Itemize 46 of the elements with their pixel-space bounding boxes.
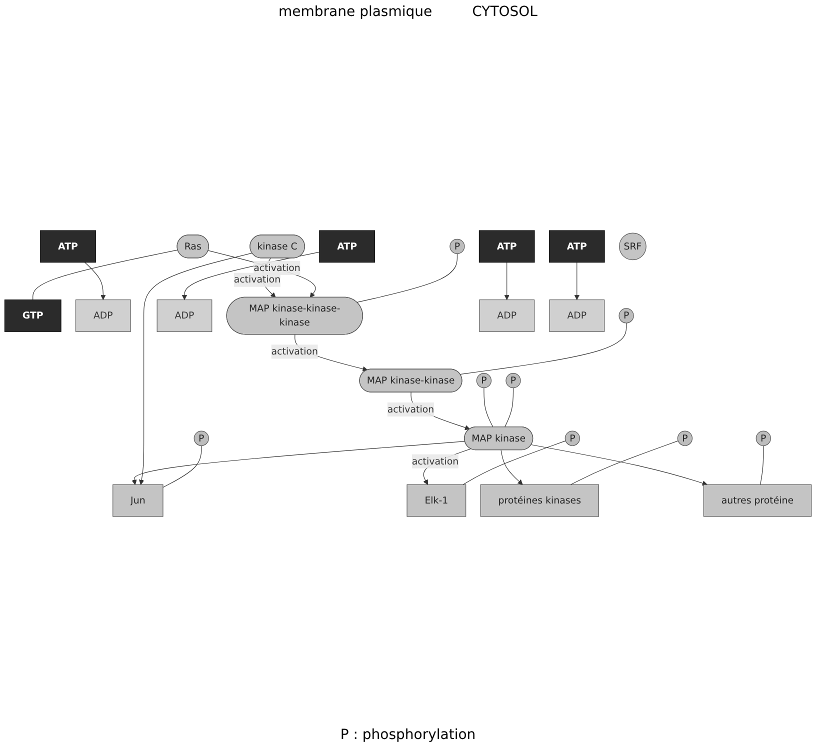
- node-box: ADP: [156, 300, 212, 332]
- connector: [504, 388, 514, 428]
- node-box: ADP: [479, 300, 535, 332]
- connector: [356, 253, 458, 303]
- edge-label: activation: [387, 404, 434, 415]
- node-circle: P: [450, 238, 465, 254]
- node-box: Jun: [112, 484, 164, 517]
- edge-label: activation: [412, 455, 459, 467]
- node-box: autres protéine: [703, 484, 812, 517]
- edge-label: activation: [271, 346, 318, 357]
- node-box: ADP: [549, 300, 605, 332]
- edge-label: activation: [234, 274, 281, 286]
- arrow: [139, 252, 252, 485]
- node-box: GTP: [4, 300, 62, 332]
- legend-note: P : phosphorylation: [340, 727, 476, 743]
- node-box: protéines kinases: [480, 484, 599, 517]
- arrow: [500, 450, 523, 485]
- node-circle: P: [476, 373, 492, 388]
- node-circle: P: [677, 430, 693, 446]
- region-label: CYTOSOL: [472, 4, 538, 20]
- arrow: [132, 441, 466, 485]
- node-box: ATP: [40, 230, 96, 263]
- node-box: Elk-1: [406, 484, 466, 517]
- connector: [760, 445, 764, 485]
- connector: [460, 322, 627, 375]
- connector: [162, 445, 202, 488]
- node-circle: P: [618, 308, 634, 324]
- region-label: membrane plasmique: [278, 4, 432, 20]
- node-circle: P: [506, 373, 521, 388]
- arrow: [574, 262, 580, 300]
- connector: [484, 388, 494, 428]
- node-circle: P: [756, 430, 771, 446]
- arrow: [531, 444, 708, 486]
- arrow: [504, 262, 510, 300]
- connector: [462, 440, 566, 485]
- edge-label: activation: [254, 262, 300, 274]
- node-circle: P: [194, 430, 209, 446]
- node-box: ATP: [319, 230, 375, 263]
- node-circle: P: [564, 430, 580, 446]
- connector: [32, 250, 178, 300]
- node-box: ATP: [478, 230, 535, 263]
- node-box: ADP: [75, 300, 131, 332]
- arrow: [84, 262, 106, 300]
- connector: [570, 440, 678, 485]
- node-box: ATP: [548, 230, 605, 263]
- node-circle: SRF: [619, 232, 646, 260]
